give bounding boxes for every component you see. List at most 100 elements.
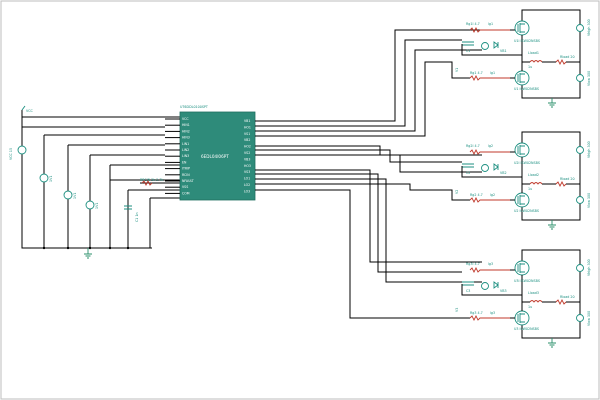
bootstrap-source bbox=[481, 164, 489, 172]
mosfet-high-label: U3I ISW02NSBS bbox=[514, 279, 540, 283]
ground-symbol bbox=[548, 220, 556, 230]
bootstrap-cap-label: C2 bbox=[466, 171, 470, 175]
vhigh-label: Vhigh 300 bbox=[587, 19, 591, 36]
vlow-source bbox=[576, 74, 584, 82]
load-inductor bbox=[529, 60, 543, 63]
vhigh-label: Vhigh 300 bbox=[587, 259, 591, 276]
ic-pin-right-ho1: HO1 bbox=[244, 125, 251, 129]
load-inductor-label: Lload1 bbox=[528, 51, 539, 55]
ic-name-label: 6EDL04I06PT bbox=[201, 154, 229, 159]
ic-pin-right-ho3: HO3 bbox=[244, 164, 251, 168]
load-inductor-value: 1u bbox=[528, 187, 532, 191]
ic-pin-right-vb3: VB3 bbox=[244, 157, 250, 161]
rc-capacitor-label: C1 1n bbox=[135, 212, 139, 222]
load-resistor bbox=[555, 180, 567, 188]
bootstrap-cap bbox=[462, 163, 474, 168]
bootstrap-source-label: V3 bbox=[455, 308, 459, 312]
ic-pin-left-rcin: RCIN bbox=[182, 173, 190, 177]
gate-driver-ic[interactable]: UT6DDL0100SPT 6EDL04I06PT VCCHIN1HIN2HIN… bbox=[165, 105, 256, 201]
vlow-source bbox=[576, 196, 584, 204]
mosfet-low-label: U3 ISW02NSBS bbox=[514, 327, 539, 331]
load-inductor-label: Lload2 bbox=[528, 173, 539, 177]
bootstrap-cap-label: C3 bbox=[466, 289, 470, 293]
bootstrap-diode bbox=[493, 163, 499, 171]
ic-pin-right-lo2: LO2 bbox=[244, 183, 250, 187]
ic-pin-left-en: EN bbox=[182, 160, 187, 164]
mosfet-low-label: U1 ISW02NSBS bbox=[514, 87, 539, 91]
vhigh-source bbox=[576, 264, 584, 272]
gate-resistor-high bbox=[469, 26, 510, 34]
gate-resistor-low bbox=[469, 196, 510, 204]
mosfet-low-symbol bbox=[514, 310, 530, 326]
ic-pin-right-vs3: VS3 bbox=[244, 170, 250, 174]
rg-low-label: Rg1 4.7 bbox=[470, 71, 483, 75]
ic-pin-right-lo3: LO3 bbox=[244, 189, 250, 193]
rc-resistor-label: RRCIN 2k 2.7k bbox=[140, 178, 164, 182]
rg-low-label: Rg3 4.7 bbox=[470, 311, 483, 315]
lg-high-label: lg1 bbox=[488, 22, 493, 26]
supply-section: VCC VCC 15 1V1 1V1 1V1 RRCIN 2k 2.7k bbox=[9, 105, 182, 259]
load-resistor-label: Rload 20 bbox=[560, 55, 575, 59]
gate-resistor-low bbox=[469, 314, 510, 322]
load-inductor-label: Lload3 bbox=[528, 291, 539, 295]
ic-pin-left-itrip: ITRIP bbox=[182, 167, 190, 171]
ic-pin-left-hin1: HIN1 bbox=[182, 123, 190, 127]
load-resistor-label: Rload 20 bbox=[560, 295, 575, 299]
ground-symbol bbox=[548, 338, 556, 348]
gate-resistor-low bbox=[469, 74, 510, 82]
vcc-source-symbol bbox=[17, 145, 27, 155]
bootstrap-cap-label: C1 bbox=[466, 49, 470, 53]
mosfet-low-label: U2 ISW02NSBS bbox=[514, 209, 539, 213]
ic-pin-right-ho2: HO2 bbox=[244, 145, 251, 149]
rg-high-label: Rg2I 4.7 bbox=[466, 144, 480, 148]
bootstrap-diode-label: VB3 bbox=[500, 289, 507, 293]
pulse-source-4-label: 1V1 bbox=[95, 203, 99, 209]
mosfet-high-symbol bbox=[514, 260, 530, 276]
ic-pin-left-vcc: VCC bbox=[182, 117, 189, 121]
ic-pin-right-lo1: LO1 bbox=[244, 177, 250, 181]
pulse-source-4 bbox=[85, 200, 95, 210]
pulse-source-2-label: 1V1 bbox=[49, 176, 53, 182]
vlow-label: Vlow 300 bbox=[587, 193, 591, 208]
load-inductor-value: 1u bbox=[528, 65, 532, 69]
ic-pin-left-lin2: LIN2 bbox=[182, 148, 189, 152]
bootstrap-source bbox=[481, 282, 489, 290]
load-resistor bbox=[555, 298, 567, 306]
mosfet-high-label: U2I ISW02NSBS bbox=[514, 161, 540, 165]
ic-pins-left: VCCHIN1HIN2HIN3LIN1LIN2LIN3ENITRIPRCINNF… bbox=[165, 117, 194, 195]
vlow-source bbox=[576, 314, 584, 322]
lg-low-label: lg2 bbox=[490, 193, 495, 197]
mosfet-high-symbol bbox=[514, 142, 530, 158]
ic-pin-right-vb1: VB1 bbox=[244, 119, 250, 123]
pulse-source-2 bbox=[39, 173, 49, 183]
vhigh-source bbox=[576, 24, 584, 32]
lg-low-label: lg1 bbox=[490, 71, 495, 75]
gate-resistor-high bbox=[469, 266, 510, 274]
load-inductor bbox=[529, 300, 543, 303]
lg-low-label: lg3 bbox=[490, 311, 495, 315]
ic-pin-left-com: COM bbox=[182, 191, 190, 195]
pulse-source-3-label: 1V1 bbox=[73, 193, 77, 199]
ic-pin-left-vss: VSS bbox=[182, 185, 188, 189]
vcc-flag-label: VCC bbox=[26, 109, 34, 113]
ground-symbol-main bbox=[84, 248, 92, 259]
vhigh-source bbox=[576, 146, 584, 154]
mosfet-high-symbol bbox=[514, 20, 530, 36]
ic-pin-left-nfault: NFAULT bbox=[182, 179, 194, 183]
bootstrap-source-label: V1 bbox=[455, 68, 459, 72]
rg-high-label: Rg1I 4.7 bbox=[466, 22, 480, 26]
mosfet-high-label: U1I ISW02NSBS bbox=[514, 39, 540, 43]
load-resistor bbox=[555, 58, 567, 66]
mosfet-low-symbol bbox=[514, 70, 530, 86]
output-bus bbox=[255, 29, 482, 319]
ic-pin-right-vs2: VS2 bbox=[244, 151, 250, 155]
bootstrap-source-label: V2 bbox=[455, 190, 459, 194]
pulse-source-3 bbox=[63, 190, 73, 200]
ic-pin-left-lin1: LIN1 bbox=[182, 142, 189, 146]
vlow-label: Vlow 300 bbox=[587, 71, 591, 86]
